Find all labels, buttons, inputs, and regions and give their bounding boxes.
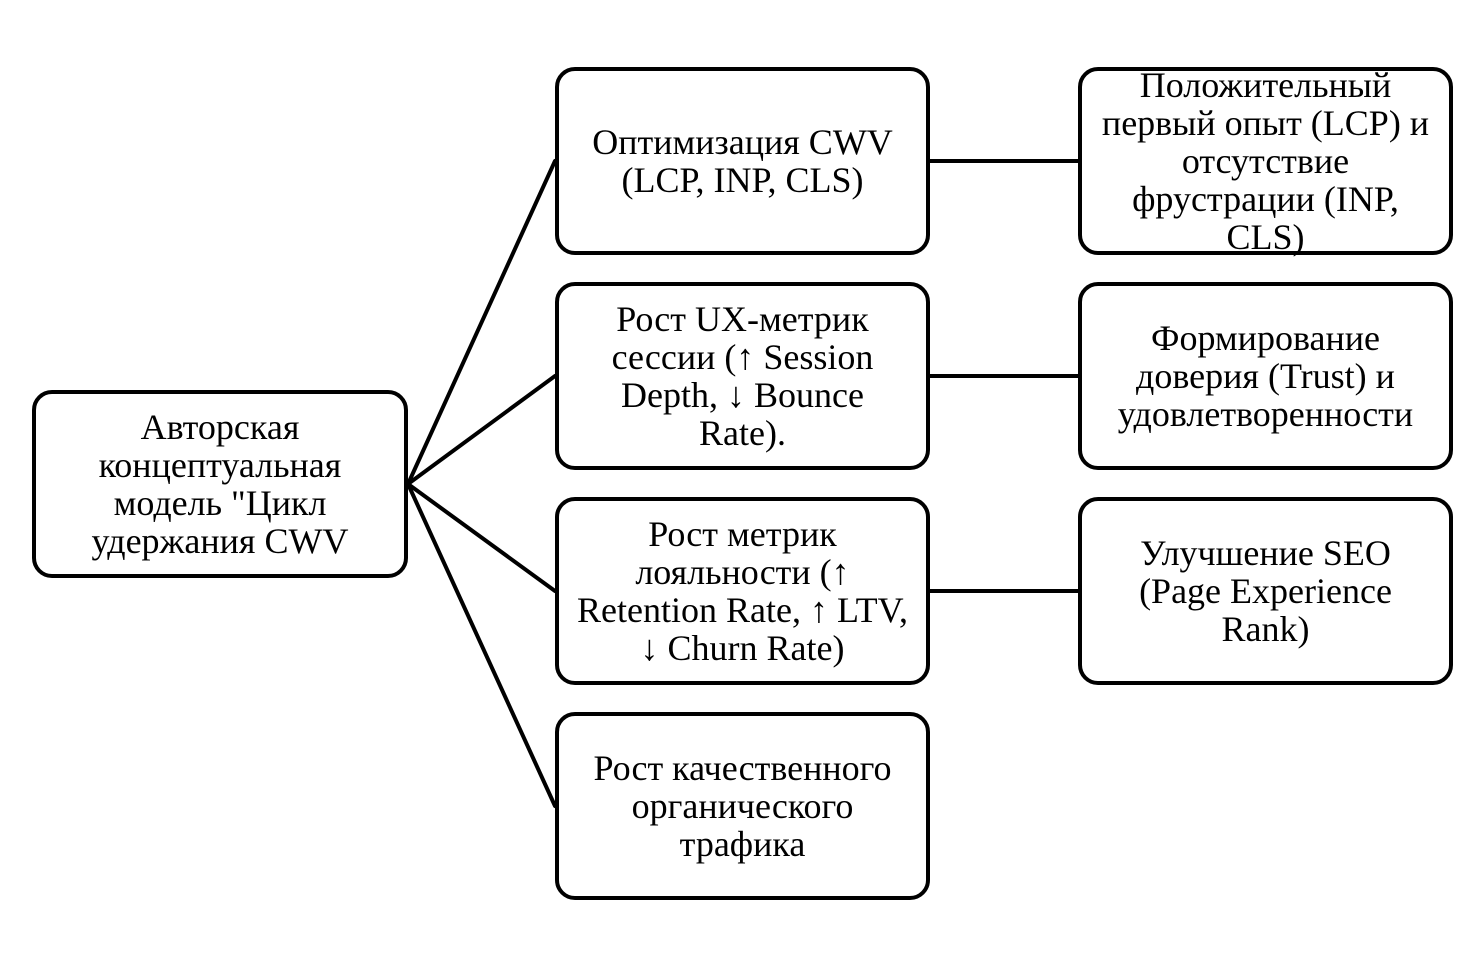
node-ux-metrics-growth-label: Рост UX-метрик сессии (↑ Session Depth, … [611, 299, 874, 453]
node-positive-first-experience: Положительный первый опыт (LCP) и отсутс… [1078, 65, 1453, 257]
node-positive-first-experience-label: Положительный первый опыт (LCP) и отсутс… [1101, 65, 1430, 257]
node-cwv-optimization-label: Оптимизация CWV (LCP, INP, CLS) [592, 122, 893, 200]
node-loyalty-metrics-growth: Рост метрик лояльности (↑ Retention Rate… [555, 497, 930, 685]
node-loyalty-metrics-growth-label: Рост метрик лояльности (↑ Retention Rate… [577, 514, 908, 668]
node-seo-improvement: Улучшение SEO (Page Experience Rank) [1078, 497, 1453, 685]
node-trust-formation: Формирование доверия (Trust) и удовлетво… [1078, 282, 1453, 470]
node-seo-improvement-label: Улучшение SEO (Page Experience Rank) [1139, 533, 1392, 649]
root-node: Авторская концептуальная модель "Цикл уд… [32, 390, 408, 578]
connector-root-to-mid-4 [406, 482, 557, 808]
node-cwv-optimization: Оптимизация CWV (LCP, INP, CLS) [555, 67, 930, 255]
connector-root-to-mid-2 [406, 374, 557, 486]
connector-root-to-mid-3 [406, 482, 557, 593]
connector-root-to-mid-1 [406, 159, 557, 486]
root-node-label: Авторская концептуальная модель "Цикл уд… [91, 407, 349, 561]
node-organic-traffic-growth-label: Рост качественного органического трафика [593, 748, 892, 864]
node-organic-traffic-growth: Рост качественного органического трафика [555, 712, 930, 900]
node-trust-formation-label: Формирование доверия (Trust) и удовлетво… [1117, 318, 1414, 434]
node-ux-metrics-growth: Рост UX-метрик сессии (↑ Session Depth, … [555, 282, 930, 470]
